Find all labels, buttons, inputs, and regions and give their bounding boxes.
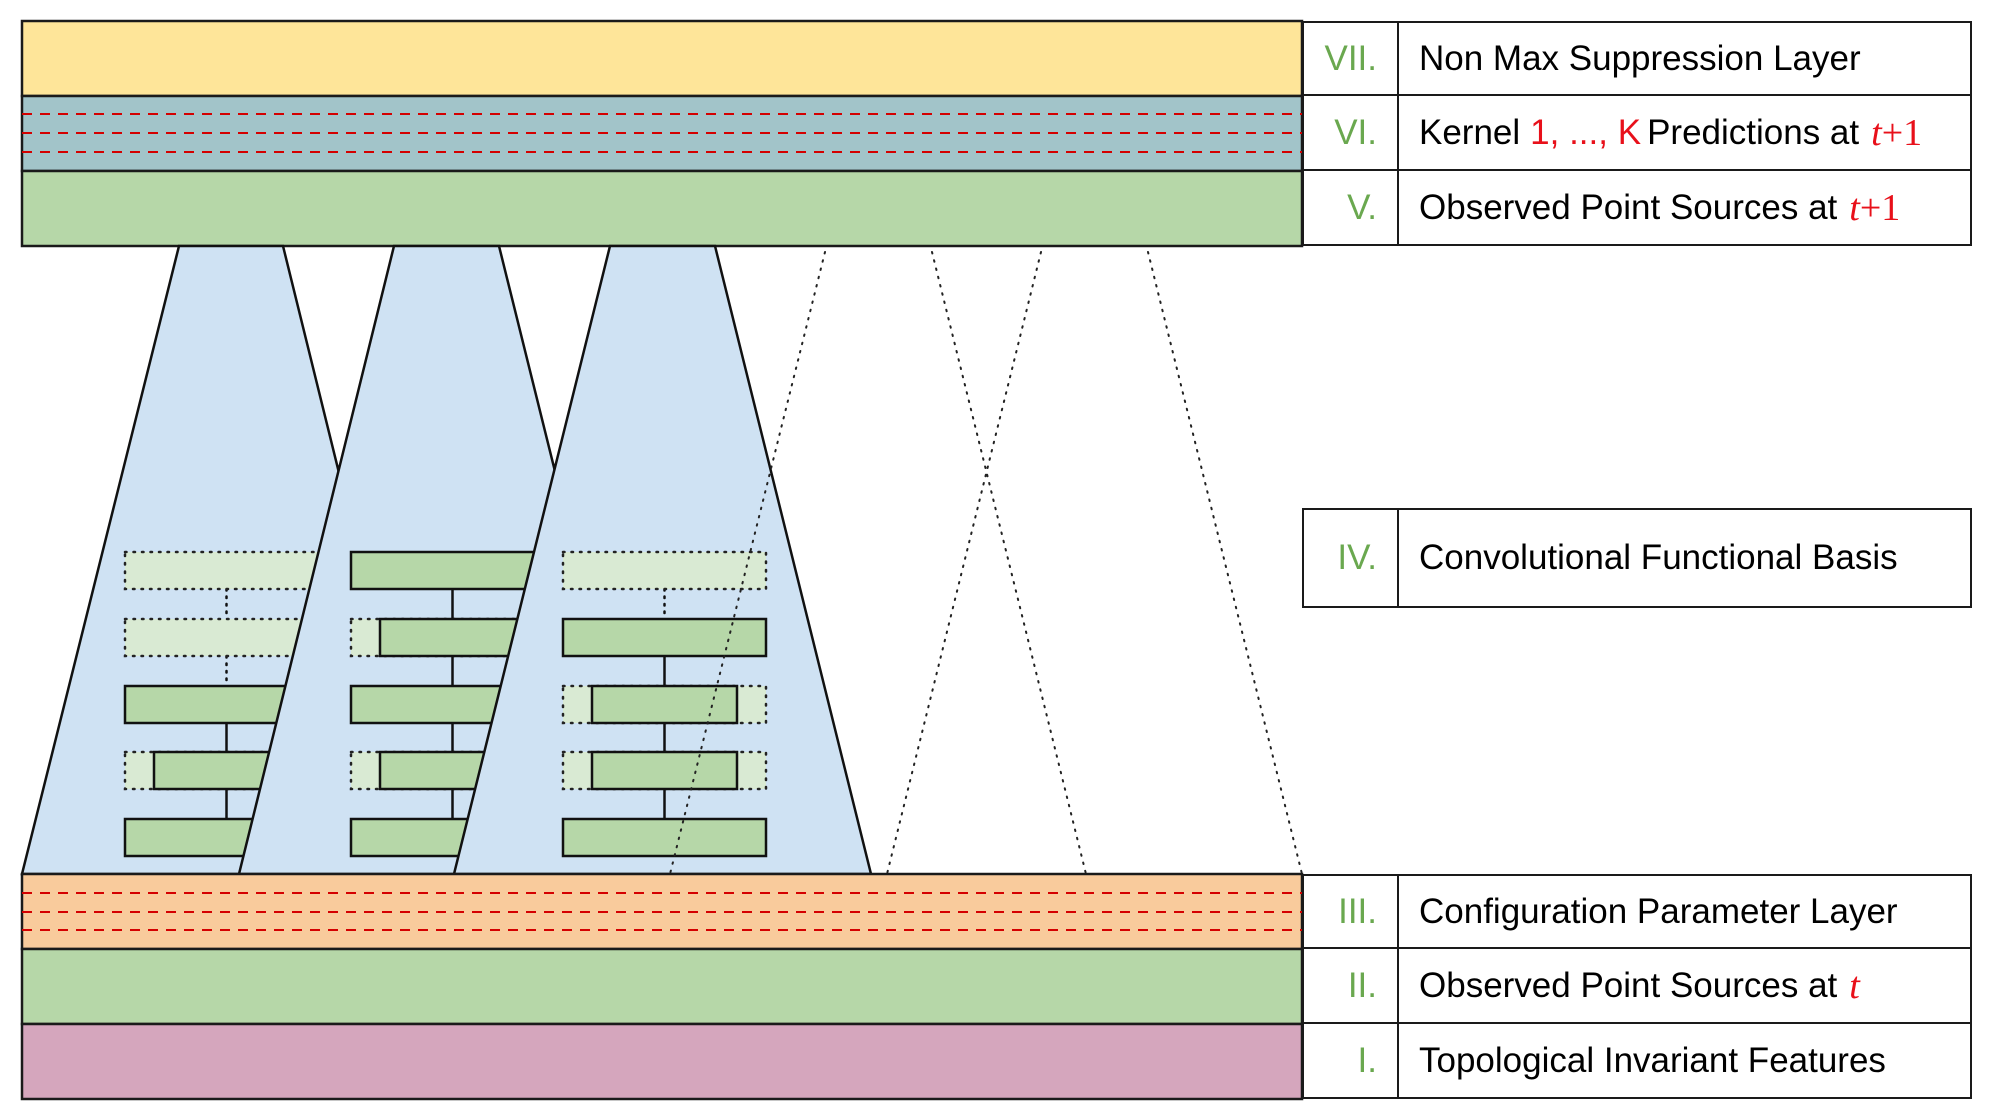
numeral-iv: IV. — [1304, 510, 1399, 606]
kernel-4-right-edge — [931, 251, 1087, 875]
time-var: t — [1871, 111, 1882, 154]
layer-i-topological — [20, 1022, 1304, 1101]
kernel-3-basis-box — [561, 817, 768, 858]
label-text-iii: Configuration Parameter Layer — [1419, 891, 1898, 931]
label-v-prefix: Observed Point Sources at — [1419, 187, 1838, 227]
label-text-vii: Non Max Suppression Layer — [1419, 38, 1861, 78]
numeral-i: I. — [1304, 1024, 1399, 1097]
kernel-range: 1, ..., K — [1530, 112, 1642, 152]
time-expression-ii: t — [1849, 964, 1860, 1008]
label-text-vi: Kernel 1, ..., K Predictions at t+1 — [1399, 96, 1970, 169]
label-text-v: Observed Point Sources at t+1 — [1399, 171, 1970, 244]
label-vii: VII. Non Max Suppression Layer — [1302, 21, 1972, 96]
kernel-2-basis-box — [349, 550, 556, 591]
kernel-3-basis-box — [590, 684, 739, 725]
numeral-v: V. — [1304, 171, 1399, 244]
kernel-5-right-edge — [1147, 251, 1303, 875]
convolutional-kernels — [20, 244, 1303, 876]
kernel-1-basis-box-faded — [123, 550, 330, 591]
time-expression-vi: t+1 — [1871, 111, 1922, 155]
layer-ii-observed-t — [20, 947, 1304, 1026]
numeral-ii: II. — [1304, 949, 1399, 1022]
kernel-3-basis-box — [561, 617, 768, 658]
label-iii: III. Configuration Parameter Layer — [1302, 874, 1972, 949]
kernel-3-basis-box-faded — [561, 550, 768, 591]
label-vi: VI. Kernel 1, ..., K Predictions at t+1 — [1302, 96, 1972, 171]
label-text-i: Topological Invariant Features — [1419, 1040, 1886, 1080]
label-iv: IV. Convolutional Functional Basis — [1302, 508, 1972, 608]
numeral-vii: VII. — [1304, 23, 1399, 94]
numeral-vi: VI. — [1304, 96, 1399, 169]
label-ii-prefix: Observed Point Sources at — [1419, 965, 1838, 1005]
time-var: t — [1849, 186, 1860, 229]
label-vi-prefix: Kernel — [1419, 112, 1521, 152]
layer-vii-nms — [20, 19, 1304, 98]
time-expression-v: t+1 — [1849, 186, 1900, 230]
label-i: I. Topological Invariant Features — [1302, 1024, 1972, 1099]
label-vi-mid: Predictions at — [1647, 112, 1860, 152]
time-var: t — [1849, 964, 1860, 1007]
kernel-5-left-edge — [886, 251, 1042, 875]
numeral-iii: III. — [1304, 876, 1399, 947]
label-text-iv: Convolutional Functional Basis — [1419, 538, 1898, 577]
time-suffix: +1 — [1859, 186, 1901, 229]
label-v: V. Observed Point Sources at t+1 — [1302, 171, 1972, 246]
label-ii: II. Observed Point Sources at t — [1302, 949, 1972, 1024]
label-text-ii: Observed Point Sources at t — [1399, 949, 1970, 1022]
layer-v-observed-t1 — [20, 169, 1304, 248]
time-suffix: +1 — [1881, 111, 1923, 154]
kernel-3-basis-box — [590, 750, 739, 791]
